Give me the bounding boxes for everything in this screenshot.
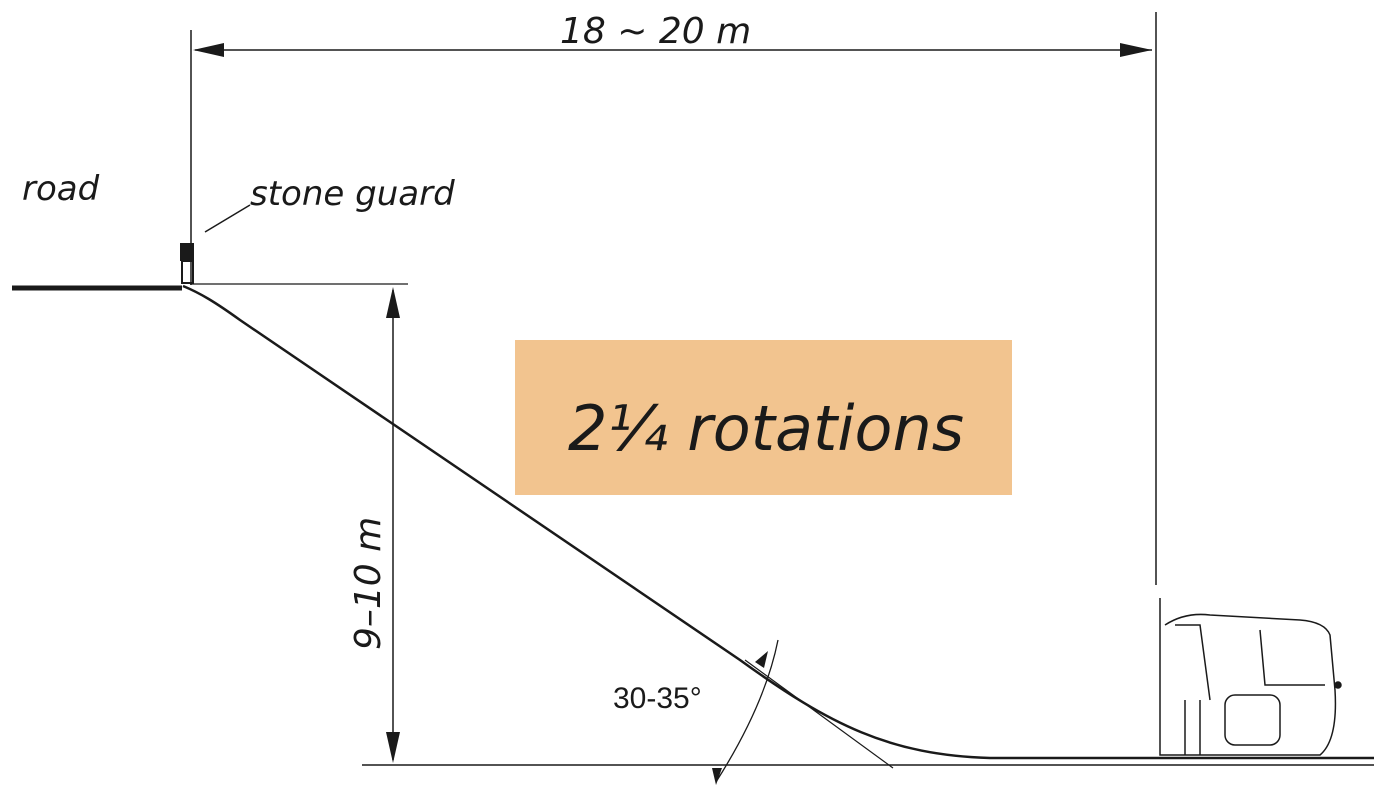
arrowhead-right-icon — [1120, 43, 1152, 57]
height-label: 9–10 m — [348, 517, 389, 650]
arrowhead-angle-top-icon — [755, 651, 768, 668]
road-label: road — [22, 169, 100, 209]
tangent-line — [744, 659, 894, 769]
rotations-note — [515, 340, 1012, 495]
arrowhead-down-icon — [386, 732, 400, 763]
stone-guard-leader — [204, 204, 251, 233]
stone-guard-icon — [180, 243, 194, 284]
slope-curve — [182, 284, 1374, 760]
arrowhead-up-icon — [386, 287, 400, 318]
stone-guard-label: stone guard — [250, 174, 455, 214]
rotations-label: 2¼ rotations — [568, 392, 964, 465]
height-dimension — [386, 287, 400, 763]
width-label: 18 ~ 20 m — [560, 11, 751, 52]
arrowhead-left-icon — [193, 43, 224, 57]
angle-label: 30-35° — [613, 682, 702, 715]
angle-arc — [712, 639, 779, 785]
arrowhead-angle-bottom-icon — [712, 768, 722, 785]
width-dimension — [190, 12, 1157, 585]
vehicle-icon — [1159, 598, 1342, 756]
